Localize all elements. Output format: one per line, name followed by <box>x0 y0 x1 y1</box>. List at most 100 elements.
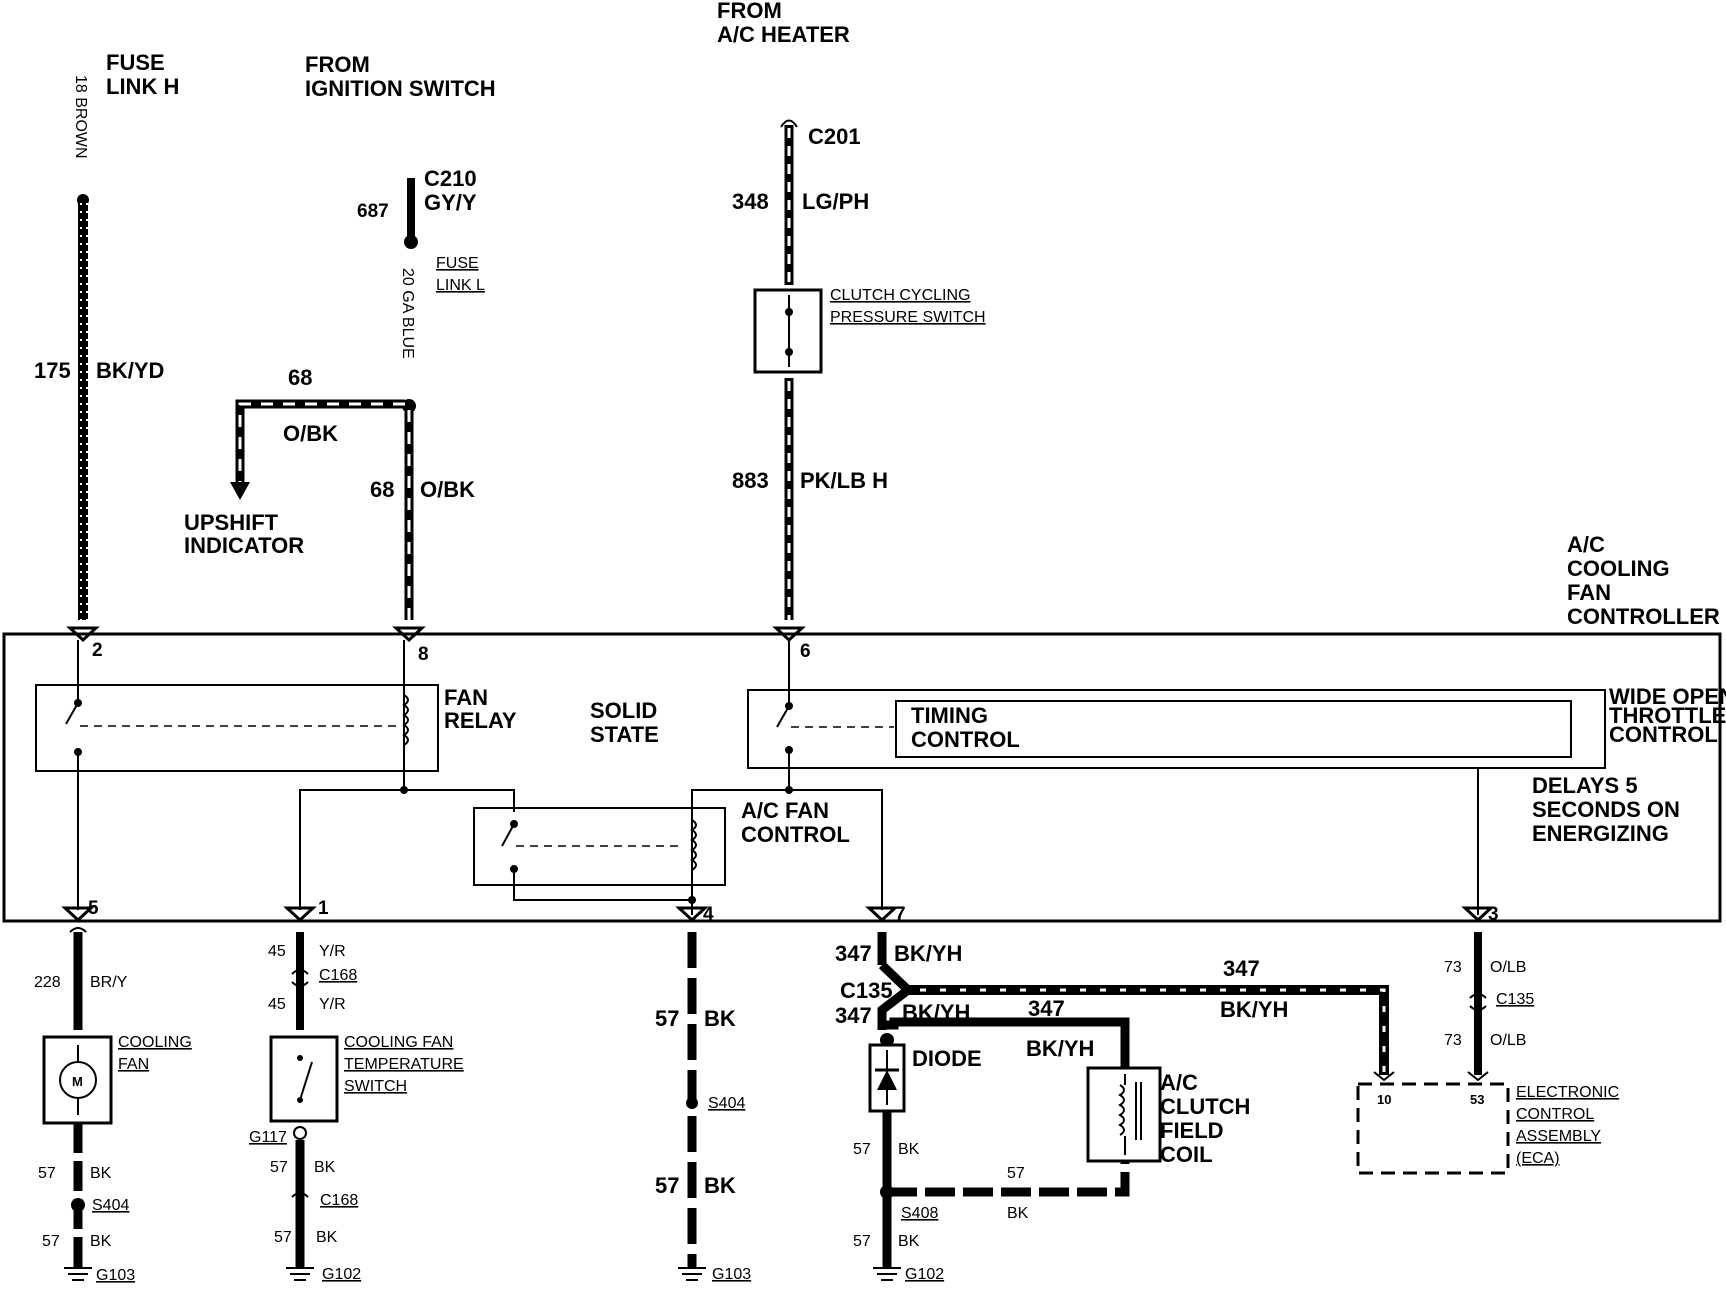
wire-883-number: 883 <box>732 468 769 493</box>
wire-347-c-number: 347 <box>1223 956 1260 981</box>
wire-228-number: 228 <box>34 974 61 991</box>
wire-57-g-number: 57 <box>853 1141 871 1158</box>
wire-68-vert-number: 68 <box>370 477 394 502</box>
wire-348-number: 348 <box>732 189 769 214</box>
fan-relay-box <box>35 684 439 772</box>
eca-box <box>1356 1082 1510 1175</box>
s404-b-label: S404 <box>708 1095 745 1112</box>
wire-57-c-number: 57 <box>270 1159 288 1176</box>
g103-a-label: G103 <box>96 1267 135 1284</box>
g102-b-label: G102 <box>905 1266 944 1283</box>
ac-fan-contact <box>501 823 515 847</box>
wire-175-number: 175 <box>34 358 71 383</box>
pin-6-arrow <box>772 626 806 643</box>
wire-57-b-number: 57 <box>42 1233 60 1250</box>
wire-18-brown-label: 18 BROWN <box>72 75 89 159</box>
splice-s408 <box>880 1185 894 1199</box>
wire-57-a-color: BK <box>90 1165 112 1182</box>
eca-pin-53: 53 <box>1470 1092 1484 1107</box>
c168-b-label: C168 <box>320 1192 358 1209</box>
wire-57-e-color: BK <box>704 1006 736 1031</box>
pin-5: 5 <box>88 898 99 919</box>
wire-20ga-blue-label: 20 GA BLUE <box>399 268 416 359</box>
wire-57-d-number: 57 <box>274 1229 292 1246</box>
pin-1: 1 <box>318 898 329 919</box>
wire-73-a-number: 73 <box>1444 959 1462 976</box>
wire-57-h-number: 57 <box>1007 1165 1025 1182</box>
connector-c201 <box>780 119 798 128</box>
pin-7-arrow <box>865 906 899 923</box>
wire-347-d-color: BK/YH <box>1026 1036 1094 1061</box>
c210-label: C210 <box>424 166 477 191</box>
pin-8: 8 <box>418 644 429 665</box>
fuse-link-l-end <box>404 235 418 249</box>
eca-pin-10: 10 <box>1377 1092 1391 1107</box>
splice-s404-b <box>686 1097 698 1109</box>
wire-347-pin7 <box>877 961 915 1030</box>
wire-57-g-color: BK <box>898 1141 920 1158</box>
c168-a-label: C168 <box>319 967 357 984</box>
wire-347-b-number: 347 <box>835 1003 872 1028</box>
wire-57-b-color: BK <box>90 1233 112 1250</box>
wire-68-vert-color: O/BK <box>420 477 475 502</box>
wire-228-color: BR/Y <box>90 974 128 991</box>
c201-label: C201 <box>808 124 861 149</box>
wire-73-b-number: 73 <box>1444 1032 1462 1049</box>
wire-347-c-color: BK/YH <box>1220 997 1288 1022</box>
wire-347-a-color: BK/YH <box>894 941 962 966</box>
pin-8-arrow <box>392 626 426 643</box>
c135-a-label: C135 <box>840 978 893 1003</box>
wire-347-a-number: 347 <box>835 941 872 966</box>
wire-45-b-number: 45 <box>268 996 286 1013</box>
wire-57-h-color: BK <box>1007 1205 1029 1222</box>
ground-icon <box>286 1267 314 1281</box>
ground-icon <box>678 1267 706 1281</box>
pin-4: 4 <box>703 904 714 925</box>
cooling-fan-controller-box <box>2 632 1722 923</box>
c210-color: GY/Y <box>424 190 477 215</box>
g117-eyelet <box>293 1126 307 1140</box>
g103-b-label: G103 <box>712 1266 751 1283</box>
arrow-down-icon <box>230 482 250 500</box>
ac-fan-control-box <box>473 807 726 886</box>
wire-883-color: PK/LB H <box>800 468 888 493</box>
wire-57-d-color: BK <box>316 1229 338 1246</box>
splice-s404-a <box>71 1198 85 1212</box>
wire-57-a-number: 57 <box>38 1165 56 1182</box>
temp-switch <box>269 1035 339 1123</box>
wot-control-box <box>747 689 1606 769</box>
wire-45-a-number: 45 <box>268 943 286 960</box>
pin-2-arrow <box>66 626 100 643</box>
wire-57-i-color: BK <box>898 1233 920 1250</box>
pin-1-arrow <box>283 906 317 923</box>
s408-label: S408 <box>901 1205 938 1222</box>
wire-73-a-color: O/LB <box>1490 959 1526 976</box>
diode-label: DIODE <box>912 1046 982 1071</box>
pin-3-arrow <box>1461 906 1495 923</box>
wire-348-color: LG/PH <box>802 189 869 214</box>
wire-175 <box>78 200 88 620</box>
c135-b-label: C135 <box>1496 991 1534 1008</box>
timing-control-box <box>895 700 1572 758</box>
wire-347-to-coil <box>882 1017 1130 1068</box>
wire-73-b-color: O/LB <box>1490 1032 1526 1049</box>
clutch-coil-icon <box>1118 1084 1125 1136</box>
wire-175-color: BK/YD <box>96 358 164 383</box>
fan-relay-contact <box>65 702 79 725</box>
